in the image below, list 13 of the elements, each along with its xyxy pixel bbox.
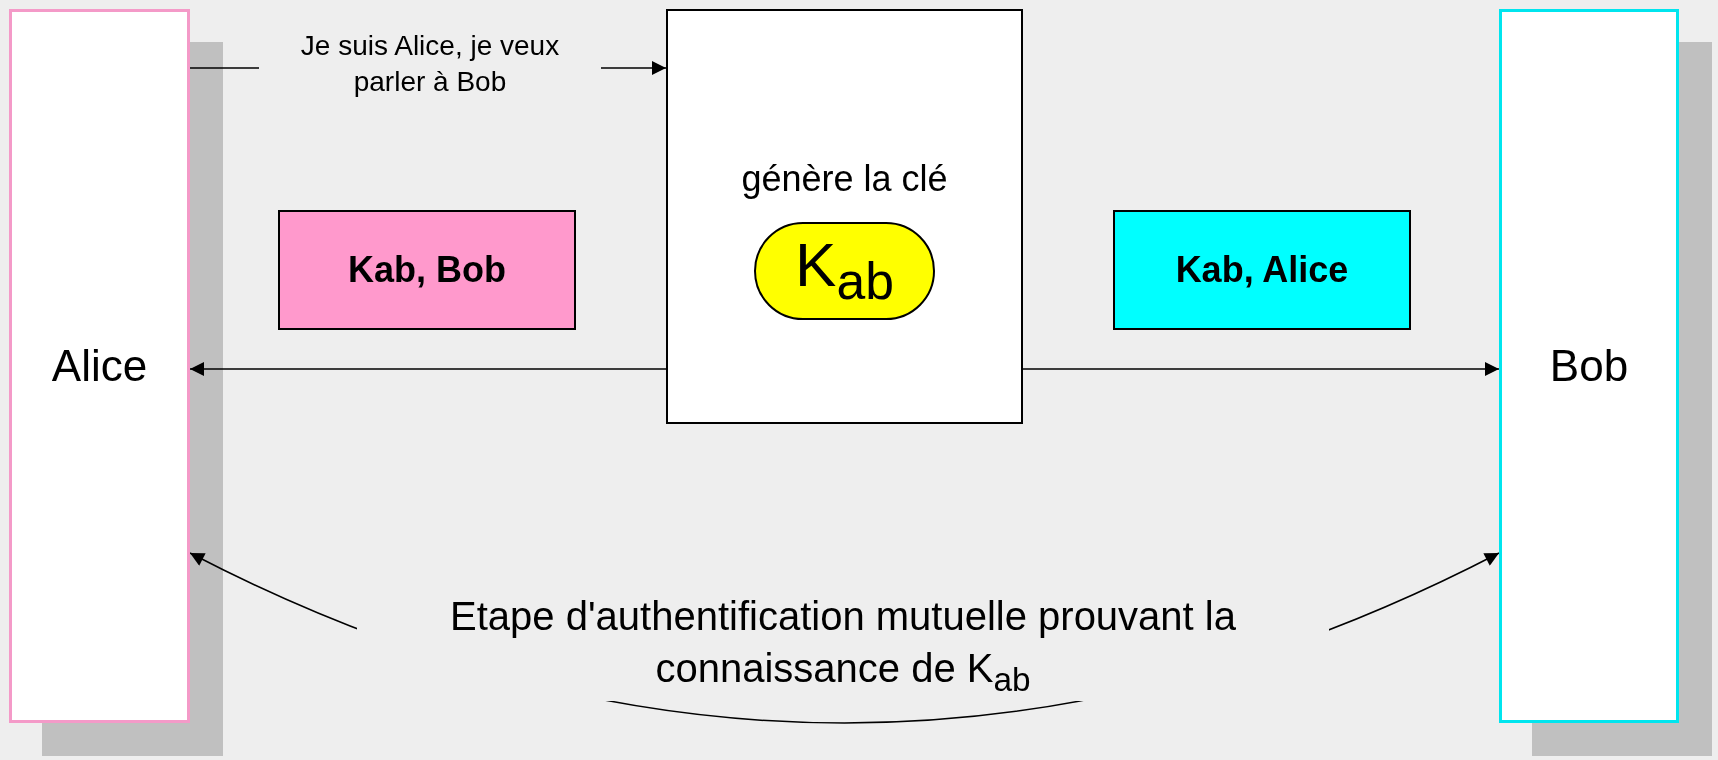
process-label: génère la clé [741, 161, 948, 197]
message-box [278, 210, 576, 330]
message-text: Kab, Bob [348, 252, 506, 288]
arrow [1022, 362, 1500, 376]
participant-box [1499, 9, 1679, 723]
participant-box [9, 9, 190, 723]
server-box [666, 9, 1023, 424]
arrow [189, 362, 667, 376]
key-label: K$_{ab}$ [795, 233, 894, 309]
message-box [1113, 210, 1411, 330]
participant-name: Bob [1549, 344, 1629, 388]
message-text: Kab, Alice [1175, 252, 1349, 288]
participant-name: Alice [51, 344, 148, 388]
